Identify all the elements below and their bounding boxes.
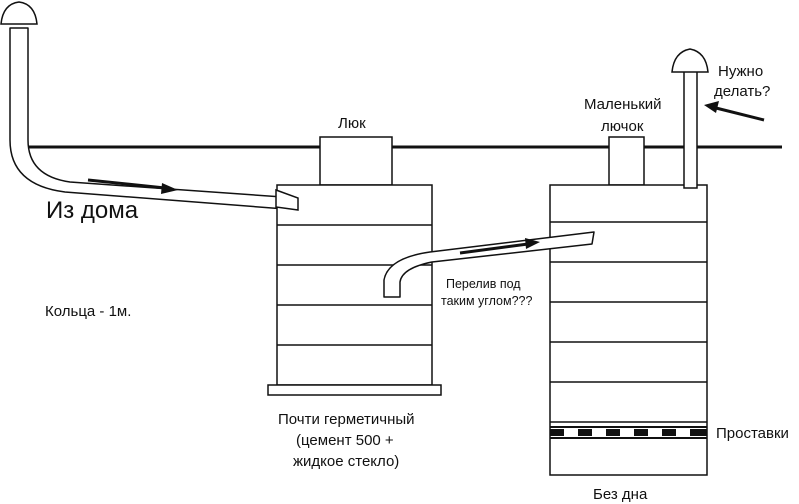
label-overflow-2: таким углом??? (441, 294, 532, 308)
label-hatch: Люк (338, 115, 366, 132)
label-need-1: Нужно (718, 63, 763, 80)
vent-cap-icon-right (671, 48, 709, 73)
question-arrow-icon (704, 101, 765, 122)
label-no-bottom: Без дна (593, 486, 648, 503)
label-rings: Кольца - 1м. (45, 303, 131, 320)
sealed-well (267, 136, 442, 396)
inflow-arrow-icon (87, 178, 178, 194)
filter-vent-pipe (671, 48, 709, 189)
label-need-2: делать? (714, 83, 770, 100)
house-vent-pipe (0, 1, 299, 211)
vent-cap-icon (0, 1, 38, 25)
hatch-neck (319, 136, 393, 186)
well-base-slab (267, 384, 442, 396)
overflow-arrow-icon (459, 238, 540, 255)
label-small-hatch-1: Маленький (584, 96, 662, 113)
label-sealed-2: (цемент 500 + (296, 432, 394, 449)
label-overflow-1: Перелив под (446, 277, 521, 291)
overflow-pipe (383, 231, 595, 298)
label-small-hatch-2: лючок (601, 118, 644, 135)
label-sealed-1: Почти герметичный (278, 411, 415, 428)
label-from-house: Из дома (46, 197, 139, 224)
label-spacers: Проставки (716, 425, 789, 442)
spacers-band (550, 426, 707, 439)
label-sealed-3: жидкое стекло) (293, 453, 399, 470)
small-hatch-neck (608, 136, 645, 186)
filter-well (549, 136, 708, 476)
